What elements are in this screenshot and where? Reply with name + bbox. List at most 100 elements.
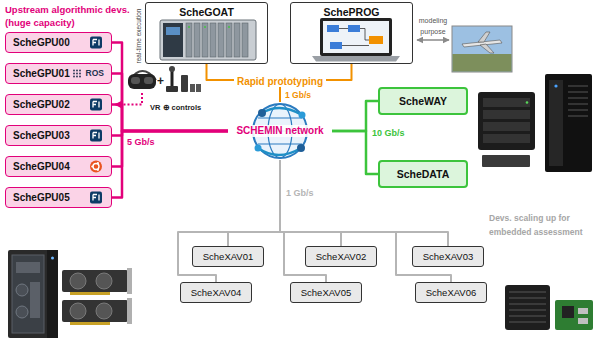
simulator-picture <box>452 26 512 72</box>
plus-sign: + <box>157 74 164 88</box>
nas-server-picture <box>478 92 535 150</box>
server-tower-picture <box>549 80 563 166</box>
laptop-picture <box>323 21 389 53</box>
server-tower-picture <box>568 86 588 116</box>
vr-headset-picture <box>131 77 140 84</box>
nas-server-picture <box>482 155 530 167</box>
realtime-target-picture <box>242 23 248 57</box>
workstation-tower-picture <box>8 250 58 338</box>
embedded-board-picture <box>505 285 550 330</box>
workstation-tower-picture <box>47 250 58 338</box>
embedded-board-picture <box>578 308 588 314</box>
software-logo <box>90 37 102 49</box>
laptop-picture <box>330 42 342 49</box>
ros-logo-dots <box>79 73 81 75</box>
realtime-target-picture <box>228 26 230 28</box>
bandwidth-label: 1 Gb/s <box>285 90 311 100</box>
nas-server-picture <box>483 110 530 119</box>
gpu-cards-picture <box>70 322 110 325</box>
realtime-target-picture <box>166 27 180 35</box>
node-title: ScheGPU00 <box>13 37 70 49</box>
workstation-tower-picture <box>51 257 54 260</box>
network-link <box>228 160 280 246</box>
realtime-target-picture <box>210 23 216 57</box>
software-logo <box>90 37 102 204</box>
network-globe <box>255 145 262 152</box>
ubuntu-logo <box>93 164 99 170</box>
ros-logo-dots <box>79 76 81 78</box>
realtime-target-picture <box>160 20 256 60</box>
realtime-target-picture <box>186 23 192 57</box>
realtime-target-picture <box>202 23 208 57</box>
node-title: ScheXAV03 <box>423 251 474 262</box>
node-title: ScheXAV06 <box>426 287 477 298</box>
group-heading: Rapid prototyping <box>234 76 326 87</box>
network-globe <box>262 108 302 115</box>
laptop-picture <box>339 29 369 46</box>
controls-picture <box>169 66 175 72</box>
ros-logo-dots <box>73 76 75 78</box>
ubuntu-logo <box>91 165 93 167</box>
software-logo <box>90 99 102 111</box>
gpu-server-box: ScheGPU01ROS <box>5 63 112 84</box>
label-box: + <box>157 73 164 88</box>
node-title: ScheGPU02 <box>13 99 70 111</box>
ros-logo-dots <box>76 70 78 72</box>
network-globe <box>299 112 306 119</box>
node-title: ScheXAV01 <box>203 251 254 262</box>
realtime-target-picture <box>194 23 200 57</box>
embedded-board-box: ScheXAV06 <box>415 282 487 303</box>
node-title: ScheXAV05 <box>301 287 352 298</box>
server-tower-picture <box>554 84 557 87</box>
vr-link-arrow <box>115 93 142 105</box>
gpu-cards-picture <box>62 300 128 322</box>
network-globe <box>258 109 266 117</box>
logo-text: ROS <box>86 68 104 78</box>
network-link <box>178 160 280 282</box>
node-title: ScheGPU03 <box>13 130 70 142</box>
embedded-board-picture <box>578 318 588 324</box>
controls-picture <box>166 86 178 92</box>
bandwidth-label: 10 Gb/s <box>372 128 405 138</box>
gpu-cards-picture <box>62 270 128 292</box>
ubuntu-logo <box>90 161 102 173</box>
server-tower-picture <box>545 74 592 172</box>
node-title: ScheDATA <box>397 168 450 181</box>
workstation-tower-picture <box>16 306 28 318</box>
embedded-board-box: ScheXAV01 <box>192 246 264 267</box>
embedded-board-box: ScheXAV02 <box>305 246 377 267</box>
realtime-target-picture <box>163 23 183 57</box>
node-title: ScheWAY <box>399 95 447 108</box>
controls-picture <box>166 66 201 92</box>
laptop-picture <box>312 56 400 62</box>
nas-server-picture <box>483 134 530 143</box>
label-box: real-time execution <box>109 29 169 40</box>
simulator-picture <box>480 44 494 53</box>
controls-picture <box>196 84 201 92</box>
network-link <box>332 101 378 131</box>
ros-logo-dots <box>79 70 81 72</box>
label-box: Rapid prototyping <box>200 74 360 88</box>
label-box: 5 Gb/s <box>127 135 155 147</box>
vr-link-arrow <box>115 93 142 105</box>
node-title: SCHEMIN network <box>234 125 325 137</box>
workstation-tower-picture <box>16 262 40 273</box>
realtime-target-picture <box>234 23 240 57</box>
realtime-target-picture <box>218 23 224 57</box>
controls-picture <box>171 70 174 86</box>
nas-server-picture <box>478 92 535 167</box>
gpu-cards-picture <box>96 273 112 289</box>
modeling-arrow <box>417 39 449 41</box>
label-box: 1 Gb/s <box>285 88 311 100</box>
ubuntu-logo <box>97 169 99 171</box>
ros-logo-dots <box>73 73 75 75</box>
realtime-target-picture <box>204 26 206 28</box>
server-tower-picture <box>545 74 592 172</box>
laptop-picture <box>320 18 392 56</box>
embedded-board-box: ScheXAV03 <box>412 246 484 267</box>
realtime-target-picture <box>188 26 190 28</box>
network-globe <box>258 148 301 155</box>
storage-server-box: ScheDATA <box>378 160 468 188</box>
label-box: modeling purpose <box>411 14 455 36</box>
